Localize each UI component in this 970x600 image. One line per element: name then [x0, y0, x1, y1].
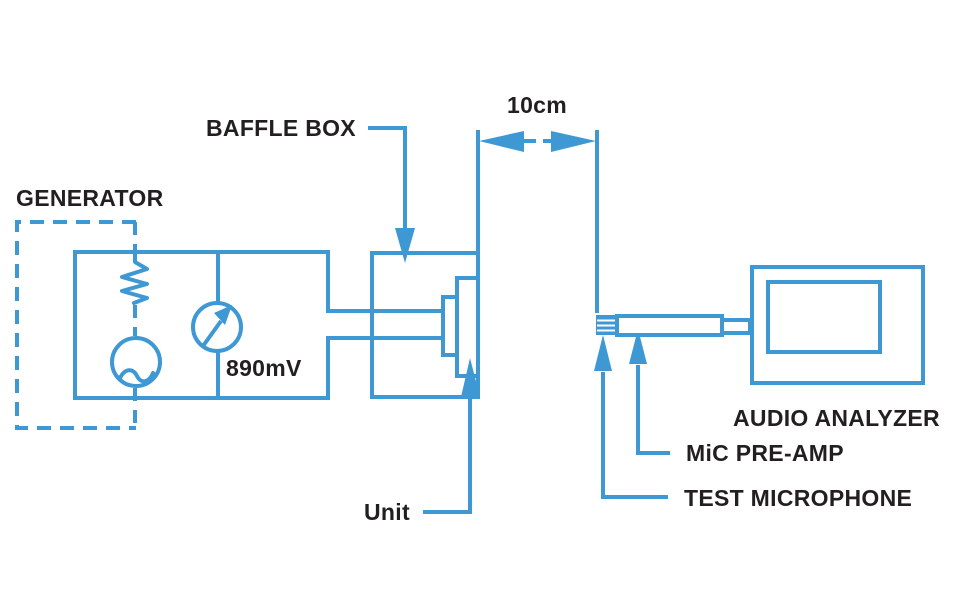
- audio-analyzer-label: AUDIO ANALYZER: [733, 405, 940, 431]
- speaker-magnet: [441, 295, 459, 357]
- resistor-icon: [120, 250, 149, 305]
- sine-wave-icon: [118, 368, 155, 384]
- baffle-box-pointer-line: [368, 126, 407, 229]
- generator-label: GENERATOR: [16, 185, 164, 211]
- mic-pre-amp-arrow-icon: [629, 329, 647, 364]
- mic-pre-amp-label: MiC PRE-AMP: [686, 440, 844, 466]
- voltmeter-needle: [201, 319, 223, 348]
- mic-pre-amp-body: [615, 314, 724, 337]
- dimension-arrow-left-icon: [479, 131, 524, 152]
- baffle-box-arrow-icon: [395, 228, 415, 263]
- unit-arrow-icon: [461, 358, 480, 397]
- mic-capsule-grille: [597, 319, 616, 332]
- test-microphone-label: TEST MICROPHONE: [684, 485, 913, 511]
- baffle-box-label: BAFFLE BOX: [206, 115, 356, 141]
- voltmeter-needle-head: [214, 305, 232, 325]
- audio-analyzer-screen: [766, 280, 882, 354]
- test-microphone-arrow-icon: [594, 335, 612, 371]
- mic-pre-amp-pointer-line: [636, 365, 670, 455]
- unit-pointer-line: [423, 397, 472, 514]
- generator-dashed-outline: [15, 220, 136, 430]
- speaker-frame: [455, 276, 480, 378]
- analyzer-connector: [720, 318, 752, 335]
- dimension-arrow-right-icon: [551, 131, 596, 152]
- distance-label: 10cm: [507, 92, 568, 118]
- generator-box: [73, 250, 330, 400]
- test-microphone-pointer-line: [601, 372, 668, 499]
- audio-analyzer-box: [750, 265, 925, 385]
- voltage-label: 890mV: [226, 355, 302, 381]
- unit-label: Unit: [364, 499, 410, 525]
